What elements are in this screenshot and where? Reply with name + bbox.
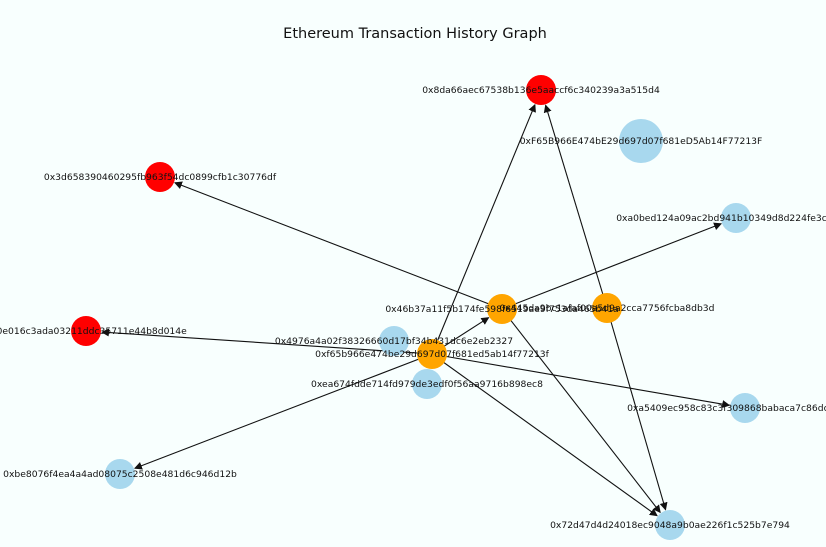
node-n_497[interactable] <box>379 326 409 356</box>
node-n_a54[interactable] <box>730 393 760 423</box>
node-n_ea6[interactable] <box>412 369 442 399</box>
edge-n_46b-to-n_a0b <box>501 222 723 310</box>
node-label-n_72d: 0x72d47d4d24018ec9048a9b0ae226f1c525b7e7… <box>550 520 790 531</box>
node-label-n_46b: 0x46b37a11f5b174fe598f6519ae9f753da465b4… <box>385 304 618 315</box>
node-label-n_ea6: 0xea674fdde714fd979de3edf0f56aa9716b898e… <box>311 379 543 390</box>
edge-layer <box>100 103 731 517</box>
node-label-n_8da: 0x8da66aec67538b136e5aaccf6c340239a3a515… <box>422 85 660 96</box>
node-label-n_497: 0x4976a4a02f38326660d17bf34b431dc6e2eb23… <box>275 336 513 347</box>
edge-n_46b-to-n_3d6 <box>173 181 503 310</box>
edge-n_46b-to-n_72d <box>501 308 661 514</box>
edge-n_445-to-n_8da <box>543 104 608 309</box>
edge-n_445-to-n_72d <box>606 307 668 511</box>
node-label-n_3d6: 0x3d658390460295fb963f54dc0899cfb1c30776… <box>44 172 277 183</box>
node-n_F65big[interactable] <box>619 119 663 163</box>
node-layer <box>71 75 760 540</box>
edge-n_f65-to-n_a54 <box>431 353 731 409</box>
label-layer: 0x8da66aec67538b136e5aaccf6c340239a3a515… <box>0 85 826 531</box>
page-title: Ethereum Transaction History Graph <box>283 26 547 42</box>
node-n_3d6[interactable] <box>145 162 175 192</box>
edge-n_f65-to-n_8da <box>431 103 536 355</box>
node-n_445[interactable] <box>592 293 622 323</box>
node-n_016[interactable] <box>71 316 101 346</box>
node-n_8da[interactable] <box>526 75 556 105</box>
node-n_72d[interactable] <box>655 510 685 540</box>
edge-n_f65-to-n_72d <box>431 353 658 517</box>
node-n_a0b[interactable] <box>721 203 751 233</box>
edge-n_f65-to-n_e80 <box>134 353 433 470</box>
edge-n_f65-to-n_016 <box>100 328 433 355</box>
node-label-n_445: 0x445da9bc1afaf00a5d9a2cca7756fcba8db3d <box>500 303 715 314</box>
node-n_f65[interactable] <box>417 339 447 369</box>
node-label-n_e80: 0xbe8076f4ea4a4ad08075c2508e481d6c946d12… <box>3 469 237 480</box>
node-label-n_a0b: 0xa0bed124a09ac2bd941b10349d8d224fe3c955… <box>616 213 826 224</box>
node-label-n_F65big: 0xF65B966E474bE29d697d07f681eD5Ab14F7721… <box>520 136 763 147</box>
node-n_e80[interactable] <box>105 459 135 489</box>
node-n_46b[interactable] <box>487 294 517 324</box>
node-label-n_a54: 0xa5409ec958c83c3f309868babaca7c86dcb077… <box>627 403 826 414</box>
node-label-n_f65: 0xf65b966e474be29d697d07f681ed5ab14f7721… <box>315 349 550 360</box>
node-label-n_016: 0x0e016c3ada03211ddc35711e44b8d014e <box>0 326 187 337</box>
